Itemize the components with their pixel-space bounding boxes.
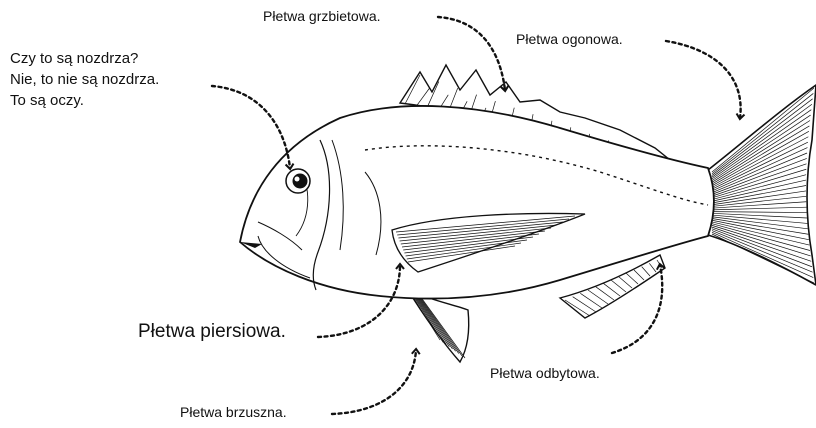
eye-question-line-2: Nie, to nie są nozdrza. (10, 69, 159, 90)
arrow-tail-fin (666, 41, 741, 118)
eye-question-line-1: Czy to są nozdrza? (10, 48, 159, 69)
tail-fin (708, 85, 816, 285)
pelvic-fin (408, 290, 469, 362)
eye-question-line-3: To są oczy. (10, 90, 159, 111)
eye-question-text: Czy to są nozdrza? Nie, to nie są nozdrz… (10, 48, 159, 111)
arrow-eye (212, 86, 290, 168)
pectoral-fin-label: Płetwa piersiowa. (138, 321, 286, 344)
arrow-pelvic-fin (332, 350, 416, 414)
tail-fin-label: Płetwa ogonowa. (516, 31, 623, 48)
pelvic-fin-label: Płetwa brzuszna. (180, 404, 287, 421)
anal-fin-label: Płetwa odbytowa. (490, 365, 600, 382)
dorsal-fin-label: Płetwa grzbietowa. (263, 8, 381, 25)
